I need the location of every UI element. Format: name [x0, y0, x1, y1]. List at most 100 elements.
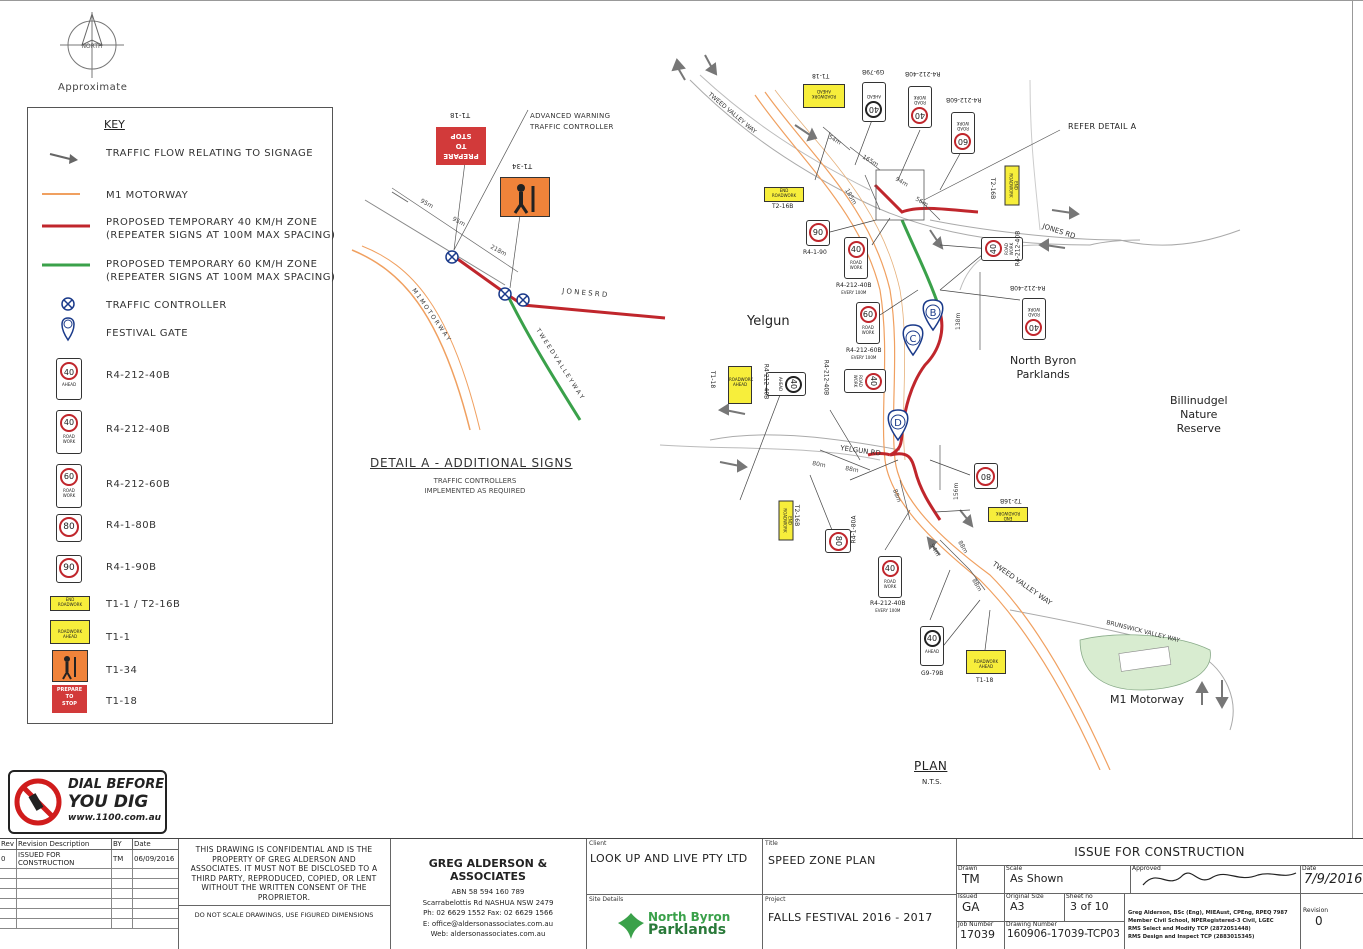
issue-label: ISSUE FOR CONSTRUCTION — [956, 839, 1363, 866]
company-name: GREG ALDERSON & ASSOCIATES — [428, 857, 548, 883]
festival-gate-icon — [61, 317, 75, 342]
traffic-controller-icon — [498, 287, 512, 301]
dim-label: 88m — [970, 578, 983, 593]
sign-code-t2-16b: T2-16B — [772, 203, 794, 210]
svg-text:D: D — [894, 418, 902, 429]
key-label-traffic-controller: TRAFFIC CONTROLLER — [106, 300, 227, 311]
revision-table: Rev Revision Description BY Date 0 ISSUE… — [0, 839, 179, 949]
refer-detail-a-label: REFER DETAIL A — [1068, 122, 1137, 131]
key-title: KEY — [104, 118, 125, 131]
plan-map: B C D 54m 165m 185m 94m 56m 138m 80m 88m… — [659, 54, 1241, 770]
festival-gate-d-icon: D — [887, 409, 909, 442]
festival-gate-b-icon: B — [922, 299, 944, 332]
tweed-valley-way-road — [689, 79, 1141, 246]
sign-code-r4-212-40b-r: R4-212-40B — [1014, 230, 1022, 267]
key-label-60zone: PROPOSED TEMPORARY 60 KM/H ZONE(REPEATER… — [106, 259, 336, 283]
dim-label: 165m — [861, 154, 880, 169]
job-number: 17039 — [960, 928, 995, 941]
parklands-area-icon — [1079, 634, 1211, 691]
speed-80-sign-icon: 80 — [974, 463, 998, 489]
dim-label: 88m — [891, 488, 902, 503]
sign-code-g9-79b-bot: G9-79B — [921, 670, 944, 677]
traffic-arrow-icon — [49, 153, 78, 164]
detail-40-zone — [451, 253, 666, 320]
traffic-controller-icon — [516, 293, 530, 307]
tweed-valley-way-label-2: TWEED VALLEY WAY — [990, 560, 1054, 608]
sign-code-r4-1-80a: R4-1-80A — [850, 515, 858, 544]
sign-code-t1-18-bot: T1-18 — [976, 677, 994, 684]
project-name: FALLS FESTIVAL 2016 - 2017 — [768, 911, 933, 924]
client-site-cell: Client LOOK UP AND LIVE PTY LTD Site Det… — [586, 839, 763, 949]
dbyd-line1: DIAL BEFORE — [68, 777, 165, 792]
dim-95a: 95m — [419, 198, 434, 211]
dim-label: 88m — [956, 540, 969, 555]
detail-a-reference-box — [875, 169, 925, 221]
worker-sign-icon — [52, 650, 88, 682]
confidential-text: THIS DRAWING IS CONFIDENTIAL AND IS THE … — [190, 845, 378, 902]
m1-motorway-line — [754, 94, 1101, 770]
company-cell: GREG ALDERSON & ASSOCIATES ABN 58 594 16… — [390, 839, 587, 949]
no-scale-note: DO NOT SCALE DRAWINGS, USE FIGURED DIMEN… — [178, 905, 390, 919]
key-label-r4-1-80b: R4-1-80B — [106, 520, 157, 531]
dim-218: 218m — [489, 244, 508, 258]
signature-icon — [1142, 872, 1297, 886]
key-label-r4-1-90b: R4-1-90B — [106, 562, 157, 573]
yelgun-rd-road — [709, 434, 901, 451]
compass-icon: NORTH — [60, 12, 124, 78]
detail-a-diagram: 95m 95m 218m J O N E S R D M 1 M O T O R… — [351, 109, 666, 431]
speed-90-sign-icon: 90 — [806, 220, 830, 246]
traffic-arrows — [671, 54, 1229, 710]
zone-40-line — [873, 183, 979, 214]
detail-a-title: DETAIL A - ADDITIONAL SIGNS — [370, 456, 573, 470]
dim-label: 94m — [894, 176, 909, 189]
detail-60-zone — [506, 295, 582, 421]
speed-80-sign-icon: 80 — [56, 514, 82, 542]
plan-title: PLAN — [914, 759, 948, 773]
m1-motorway-label: M1 Motorway — [1110, 693, 1185, 706]
dial-before-you-dig-logo: DIAL BEFORE YOU DIG www.1100.com.au — [8, 770, 167, 834]
sign-code-t2-16b-b: T2-16B — [793, 504, 801, 527]
key-label-r4-212-60b: R4-212-60B — [106, 479, 171, 490]
speed-80-sign-icon: 80 — [825, 529, 851, 553]
signature-date: 7/9/2016 — [1304, 872, 1363, 887]
dim-label: 185m — [843, 188, 858, 207]
client-name: LOOK UP AND LIVE PTY LTD — [590, 852, 748, 865]
page-border-right — [1352, 0, 1353, 838]
traffic-controller-icon — [445, 250, 459, 264]
festival-gate-c-icon: C — [902, 324, 924, 357]
sign-code-r4-212-40b-r2: R4-212-40B — [1010, 284, 1046, 291]
tweed-valley-way-label: TWEED VALLEY WAY — [706, 91, 758, 136]
sign-code-r4-1-90: R4-1-90 — [803, 249, 827, 256]
key-label-traffic-flow: TRAFFIC FLOW RELATING TO SIGNAGE — [106, 148, 314, 159]
key-label-t1-1: T1-1 — [106, 632, 131, 643]
key-label-40zone: PROPOSED TEMPORARY 40 KM/H ZONE(REPEATER… — [106, 217, 336, 241]
t1-18-code: T1-18 — [450, 111, 471, 119]
dim-label: 80m — [812, 460, 827, 469]
sign-code-t2-16b-right: T2-16B — [1000, 497, 1022, 504]
credentials: Greg Alderson, BSc (Eng), MIEAust, CPEng… — [1128, 910, 1288, 940]
svg-text:C: C — [910, 334, 917, 345]
detail-road-edge — [364, 199, 506, 286]
title-block: Rev Revision Description BY Date 0 ISSUE… — [0, 838, 1363, 949]
key-label-t1-34: T1-34 — [106, 665, 138, 676]
drawing-title: SPEED ZONE PLAN — [768, 854, 876, 867]
sign-code-t1-18-left: T1-18 — [709, 370, 717, 389]
